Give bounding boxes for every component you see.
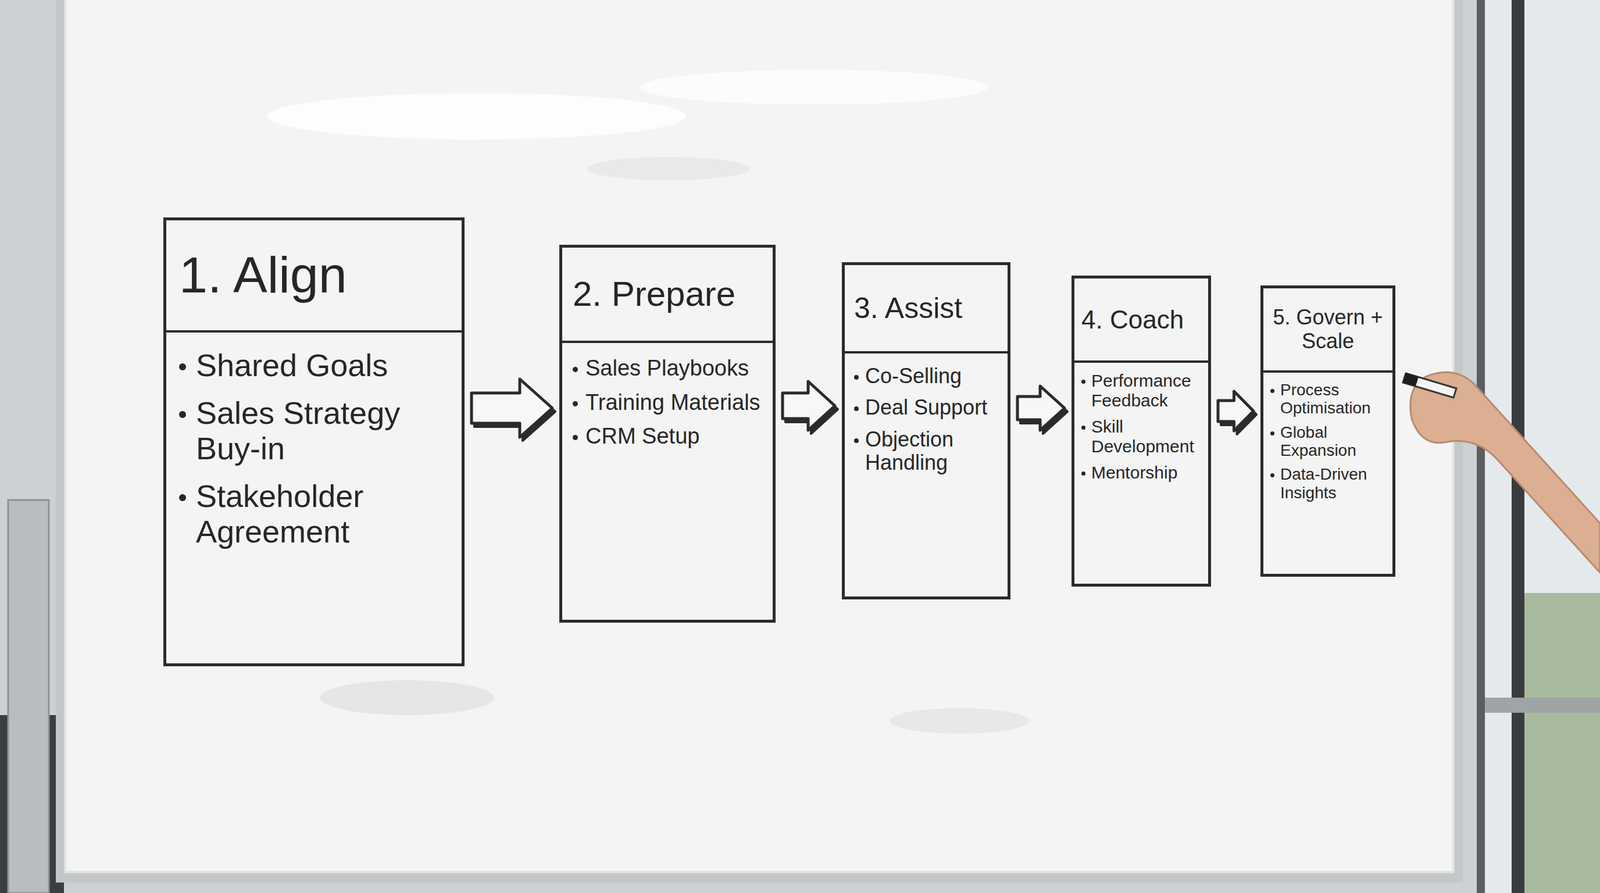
bullet-dot [1270,388,1275,394]
stage-heading: 2. Prepare [572,274,736,314]
bullet-text: Deal Support [865,395,999,420]
bullet-text: Sales Strategy Buy-in [195,395,449,466]
bullet-item: Objection Handling [854,427,999,475]
bullet-item: Co-Selling [854,364,999,388]
bullet-item: Stakeholder Agreement [179,478,449,549]
bullet-dot [854,375,859,380]
light-reflection [639,69,989,105]
bullet-item: Skill Development [1081,416,1202,456]
bullet-dot [572,434,578,441]
stage-heading: 4. Coach [1081,305,1184,334]
hand [1410,372,1600,573]
bullet-item: CRM Setup [572,423,763,449]
bullet-item: Global Expansion [1270,423,1386,460]
stage-heading: 1. Align [179,246,348,305]
bullet-dot [1081,471,1086,476]
bullet-text: Mentorship [1091,462,1202,483]
bullet-text: Co-Selling [865,364,999,388]
smudge [587,156,750,181]
process-box: 1. AlignShared GoalsSales Strategy Buy-i… [163,217,465,667]
box-header: 4. Coach [1074,278,1209,363]
bullet-dot [179,363,187,371]
box-body: Co-SellingDeal SupportObjection Handling [844,353,1008,597]
bullet-dot [179,411,187,419]
process-box: 5. Govern + ScaleProcess OptimisationGlo… [1260,285,1396,577]
bullet-item: Sales Playbooks [572,355,763,381]
bullet-dot [572,366,578,373]
bullet-item: Performance Feedback [1081,370,1202,410]
box-header: 1. Align [166,220,462,333]
bullet-item: Deal Support [854,395,999,420]
light-reflection [267,93,687,140]
bullet-text: Global Expansion [1280,423,1386,460]
bullet-text: Performance Feedback [1091,370,1202,410]
bullet-dot [1270,473,1275,478]
bullet-item: Process Optimisation [1270,380,1386,418]
bullet-text: Sales Playbooks [585,355,763,381]
board-edge [65,0,1454,873]
bullet-item: Training Materials [572,390,763,416]
block-arrow [782,381,835,431]
box-header: 5. Govern + Scale [1263,288,1393,373]
bullet-dot [572,401,578,407]
bullet-text: Training Materials [585,390,763,416]
bullet-dot [179,494,187,502]
box-body: Shared GoalsSales Strategy Buy-inStakeho… [166,332,462,664]
bullet-item: Data-Driven Insights [1270,465,1386,502]
bullet-text: Shared Goals [195,347,449,383]
box-body: Performance FeedbackSkill DevelopmentMen… [1074,362,1209,584]
bullet-dot [1081,425,1086,430]
stage-heading: 3. Assist [854,291,963,325]
block-arrow [471,379,553,438]
box-header: 2. Prepare [562,247,773,344]
bullet-text: Skill Development [1091,416,1202,456]
bullet-item: Sales Strategy Buy-in [179,395,449,466]
block-arrow [1017,386,1065,431]
bullet-item: Shared Goals [179,347,449,383]
bullet-dot [1270,431,1275,436]
marker-cap [1402,373,1419,387]
trees [1517,593,1600,893]
bullet-text: Objection Handling [865,427,999,475]
bullet-text: Stakeholder Agreement [195,478,449,549]
smudge [889,708,1030,734]
stage-heading: 5. Govern + Scale [1270,305,1386,353]
box-body: Sales PlaybooksTraining MaterialsCRM Set… [562,343,773,620]
process-box: 2. PrepareSales PlaybooksTraining Materi… [559,244,776,623]
bullet-text: Data-Driven Insights [1280,465,1386,502]
block-arrow [1218,391,1254,431]
whiteboard [60,0,1459,878]
bullet-dot [1081,379,1086,384]
marker [1402,373,1457,398]
box-body: Process OptimisationGlobal ExpansionData… [1263,372,1393,574]
bullet-text: Process Optimisation [1280,380,1386,418]
bullet-dot [854,438,859,444]
bullet-item: Mentorship [1081,462,1202,483]
process-box: 4. CoachPerformance FeedbackSkill Develo… [1071,275,1212,587]
window-sill [1484,697,1600,713]
board-stand [8,500,49,893]
process-box: 3. AssistCo-SellingDeal SupportObjection… [841,262,1011,600]
smudge [319,680,495,716]
box-header: 3. Assist [844,265,1008,354]
bullet-dot [854,406,859,412]
bullet-text: CRM Setup [585,423,763,449]
